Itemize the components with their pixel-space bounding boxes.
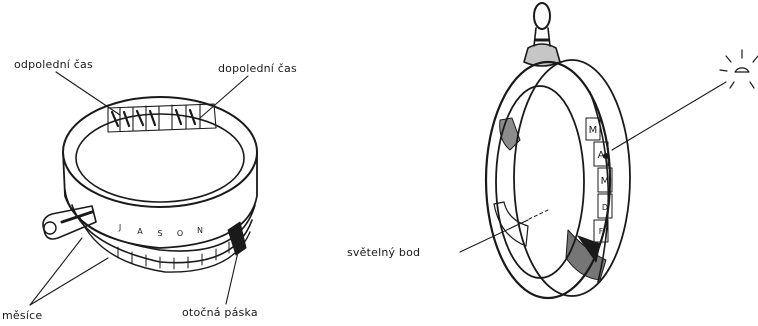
bottom-band-outline	[80, 218, 250, 272]
light-projection	[527, 210, 548, 220]
leader-slider	[226, 252, 238, 304]
leader-months-2	[30, 238, 82, 305]
slit-letter-1: F	[599, 227, 604, 236]
leader-afternoon	[56, 72, 120, 115]
label-light-point: světelný bod	[347, 246, 420, 259]
slit-letter-3: A	[137, 227, 143, 236]
label-morning-time: dopolední čas	[218, 62, 297, 75]
sun-ray	[612, 82, 726, 150]
slit-letter-5: O	[177, 229, 183, 238]
lower-band-outline	[65, 190, 255, 251]
clasp-eye	[44, 222, 56, 234]
ring-inner-rim	[76, 114, 244, 202]
slit-letter-6: N	[197, 226, 203, 235]
slit-letters: D F J A S O N	[118, 203, 608, 238]
label-afternoon-time: odpolední čas	[14, 58, 93, 71]
hanging-ring-icon	[524, 3, 560, 66]
label-months: měsíce	[2, 309, 42, 322]
month-mark-1: A	[598, 150, 605, 161]
leader-months-1	[30, 258, 108, 305]
slit-letter-4: S	[157, 229, 162, 238]
right-ring-sundial	[460, 3, 758, 298]
hatch-lower	[566, 230, 606, 280]
slit-letter-2: J	[118, 223, 121, 232]
month-mark-2: M	[601, 176, 610, 187]
label-rotating-slider: otočná páska	[182, 306, 258, 319]
slit-letter-0: D	[602, 203, 608, 212]
left-ring-sundial	[30, 72, 257, 305]
month-mark-0: M	[589, 125, 598, 136]
leader-light-point	[460, 220, 528, 252]
